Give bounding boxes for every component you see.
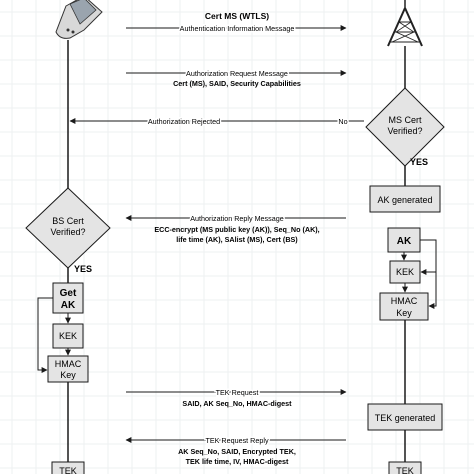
auth-rejected-label: Authorization Rejected: [148, 117, 220, 126]
bs-ak-box: AK: [387, 227, 421, 253]
ms-cert-verified-decision: MS Cert Verified?: [365, 87, 445, 167]
authorization-request-message: Authorization Request Message Cert (MS),…: [126, 68, 347, 88]
bs-yes-label: YES: [410, 157, 428, 167]
tek-reply-body-2: TEK life time, IV, HMAC-digest: [186, 457, 289, 466]
bs-hmac-label-1: HMAC: [391, 296, 418, 306]
bs-tek-box: TEK: [388, 461, 422, 474]
authorization-reply-message: Authorization Reply Message ECC-encrypt …: [125, 213, 346, 244]
cert-message-label: Authentication Information Message: [180, 24, 295, 33]
ms-yes-label: YES: [74, 264, 92, 274]
tek-request-label: TEK Request: [216, 388, 259, 397]
ms-hmac-key-box: HMAC Key: [47, 355, 89, 383]
tek-request-message: TEK Request SAID, AK Seq_No, HMAC-digest: [126, 387, 347, 408]
bs-cert-label-2: Verified?: [50, 227, 85, 237]
bs-cert-verified-decision: BS Cert Verified?: [25, 187, 111, 269]
cert-message-title: Cert MS (WTLS): [205, 11, 269, 21]
auth-request-label: Authorization Request Message: [186, 69, 288, 78]
get-ak-label-2: AK: [61, 300, 76, 311]
get-ak-label-1: Get: [60, 288, 77, 299]
tek-request-body: SAID, AK Seq_No, HMAC-digest: [182, 399, 292, 408]
ms-get-ak-box: Get AK: [52, 282, 84, 314]
tek-reply-body-1: AK Seq_No, SAID, Encrypted TEK,: [178, 447, 296, 456]
ms-tek-box: TEK: [51, 461, 85, 474]
mobile-phone-icon: [55, 0, 103, 39]
ms-cert-label-1: MS Cert: [388, 115, 422, 125]
bs-ak-label: AK: [397, 236, 412, 247]
radio-tower-icon: [387, 0, 423, 47]
authorization-rejected-message: Authorization Rejected No: [69, 116, 364, 128]
bs-ak-generated-box: AK generated: [369, 185, 441, 213]
ms-cert-label-2: Verified?: [387, 126, 422, 136]
auth-request-body: Cert (MS), SAID, Security Capabilities: [173, 79, 301, 88]
bs-cert-label-1: BS Cert: [52, 216, 84, 226]
bs-key-feedback-loop-2: [428, 272, 437, 309]
auth-reply-body-1: ECC-encrypt (MS public key (AK)), Seq_No…: [154, 225, 319, 234]
tek-reply-label: TEK Request Reply: [205, 436, 269, 445]
bs-kek-label: KEK: [396, 267, 414, 277]
tek-reply-message: TEK Request Reply AK Seq_No, SAID, Encry…: [125, 435, 346, 466]
cert-message: Cert MS (WTLS) Authentication Informatio…: [126, 11, 347, 35]
ms-kek-label: KEK: [59, 331, 77, 341]
ms-kek-box: KEK: [52, 323, 84, 349]
ms-key-feedback-loop: [37, 297, 53, 373]
tek-generated-label: TEK generated: [375, 413, 436, 423]
ms-tek-label: TEK: [59, 466, 77, 474]
auth-reply-body-2: life time (AK), SAlist (MS), Cert (BS): [176, 235, 298, 244]
bs-tek-label: TEK: [396, 466, 414, 474]
bs-hmac-label-2: Key: [396, 308, 412, 318]
bs-key-feedback-loop-1: [420, 239, 437, 275]
ms-hmac-label-1: HMAC: [55, 359, 82, 369]
auth-reply-label: Authorization Reply Message: [190, 214, 284, 223]
ak-generated-label: AK generated: [377, 195, 432, 205]
bs-tek-generated-box: TEK generated: [367, 403, 443, 431]
ms-hmac-label-2: Key: [60, 370, 76, 380]
bs-kek-box: KEK: [389, 260, 421, 284]
bs-hmac-key-box: HMAC Key: [379, 292, 429, 321]
no-label: No: [338, 117, 347, 126]
